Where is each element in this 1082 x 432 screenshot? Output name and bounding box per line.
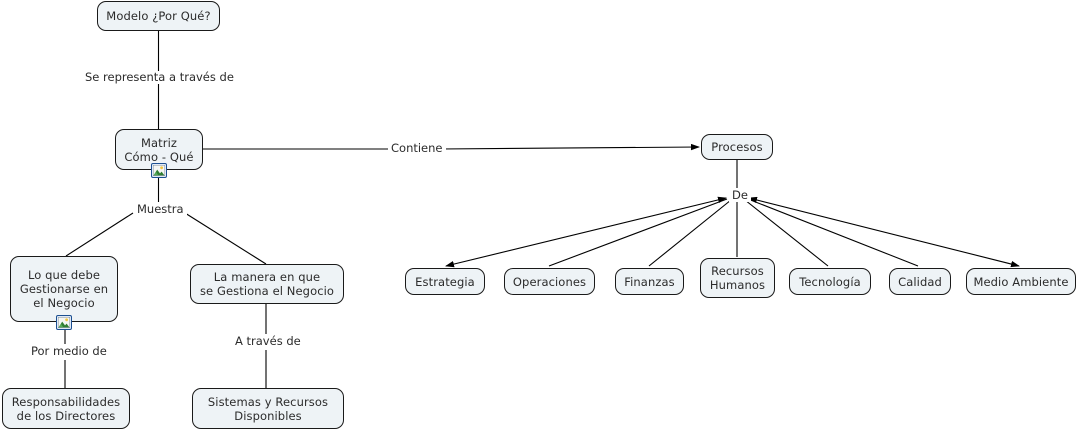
node-procesos[interactable]: Procesos <box>701 134 773 160</box>
edge-de-calidad <box>747 198 919 267</box>
node-modelo-por-que[interactable]: Modelo ¿Por Qué? <box>97 1 220 31</box>
link-label-muestra: Muestra <box>134 203 187 216</box>
image-icon[interactable] <box>151 163 167 178</box>
node-tecnologia[interactable]: Tecnología <box>789 268 871 295</box>
node-operaciones[interactable]: Operaciones <box>504 268 595 295</box>
node-estrategia[interactable]: Estrategia <box>405 268 485 295</box>
node-calidad[interactable]: Calidad <box>889 268 951 295</box>
edge-de-finanzas <box>648 199 732 267</box>
node-recursos-humanos[interactable]: Recursos Humanos <box>700 258 775 298</box>
edge-de-estrategia <box>445 196 727 268</box>
node-la-manera-en-que-se-gestiona[interactable]: La manera en que se Gestiona el Negocio <box>190 264 344 304</box>
link-label-contiene: Contiene <box>388 142 446 155</box>
link-label-por-medio-de: Por medio de <box>28 345 110 358</box>
node-lo-que-debe-gestionarse[interactable]: Lo que debe Gestionarse en el Negocio <box>10 256 118 322</box>
edge-de-medio-ambiente <box>748 196 1020 268</box>
edge-muestra-lo-que-debe <box>65 212 134 257</box>
node-sistemas-recursos-disponibles[interactable]: Sistemas y Recursos Disponibles <box>192 388 344 429</box>
node-responsabilidades-directores[interactable]: Responsabilidades de los Directores <box>2 388 130 429</box>
edge-de-tecnologia <box>744 199 829 267</box>
edge-de-operaciones <box>548 198 728 267</box>
link-label-a-traves-de: A través de <box>232 335 304 348</box>
image-icon[interactable] <box>56 315 72 330</box>
node-finanzas[interactable]: Finanzas <box>615 268 684 295</box>
edge-contiene-procesos <box>439 143 700 151</box>
edge-muestra-la-manera <box>184 212 267 265</box>
node-medio-ambiente[interactable]: Medio Ambiente <box>966 268 1076 295</box>
link-label-se-representa-a-traves-de: Se representa a través de <box>82 71 237 84</box>
link-label-de: De <box>729 189 751 202</box>
